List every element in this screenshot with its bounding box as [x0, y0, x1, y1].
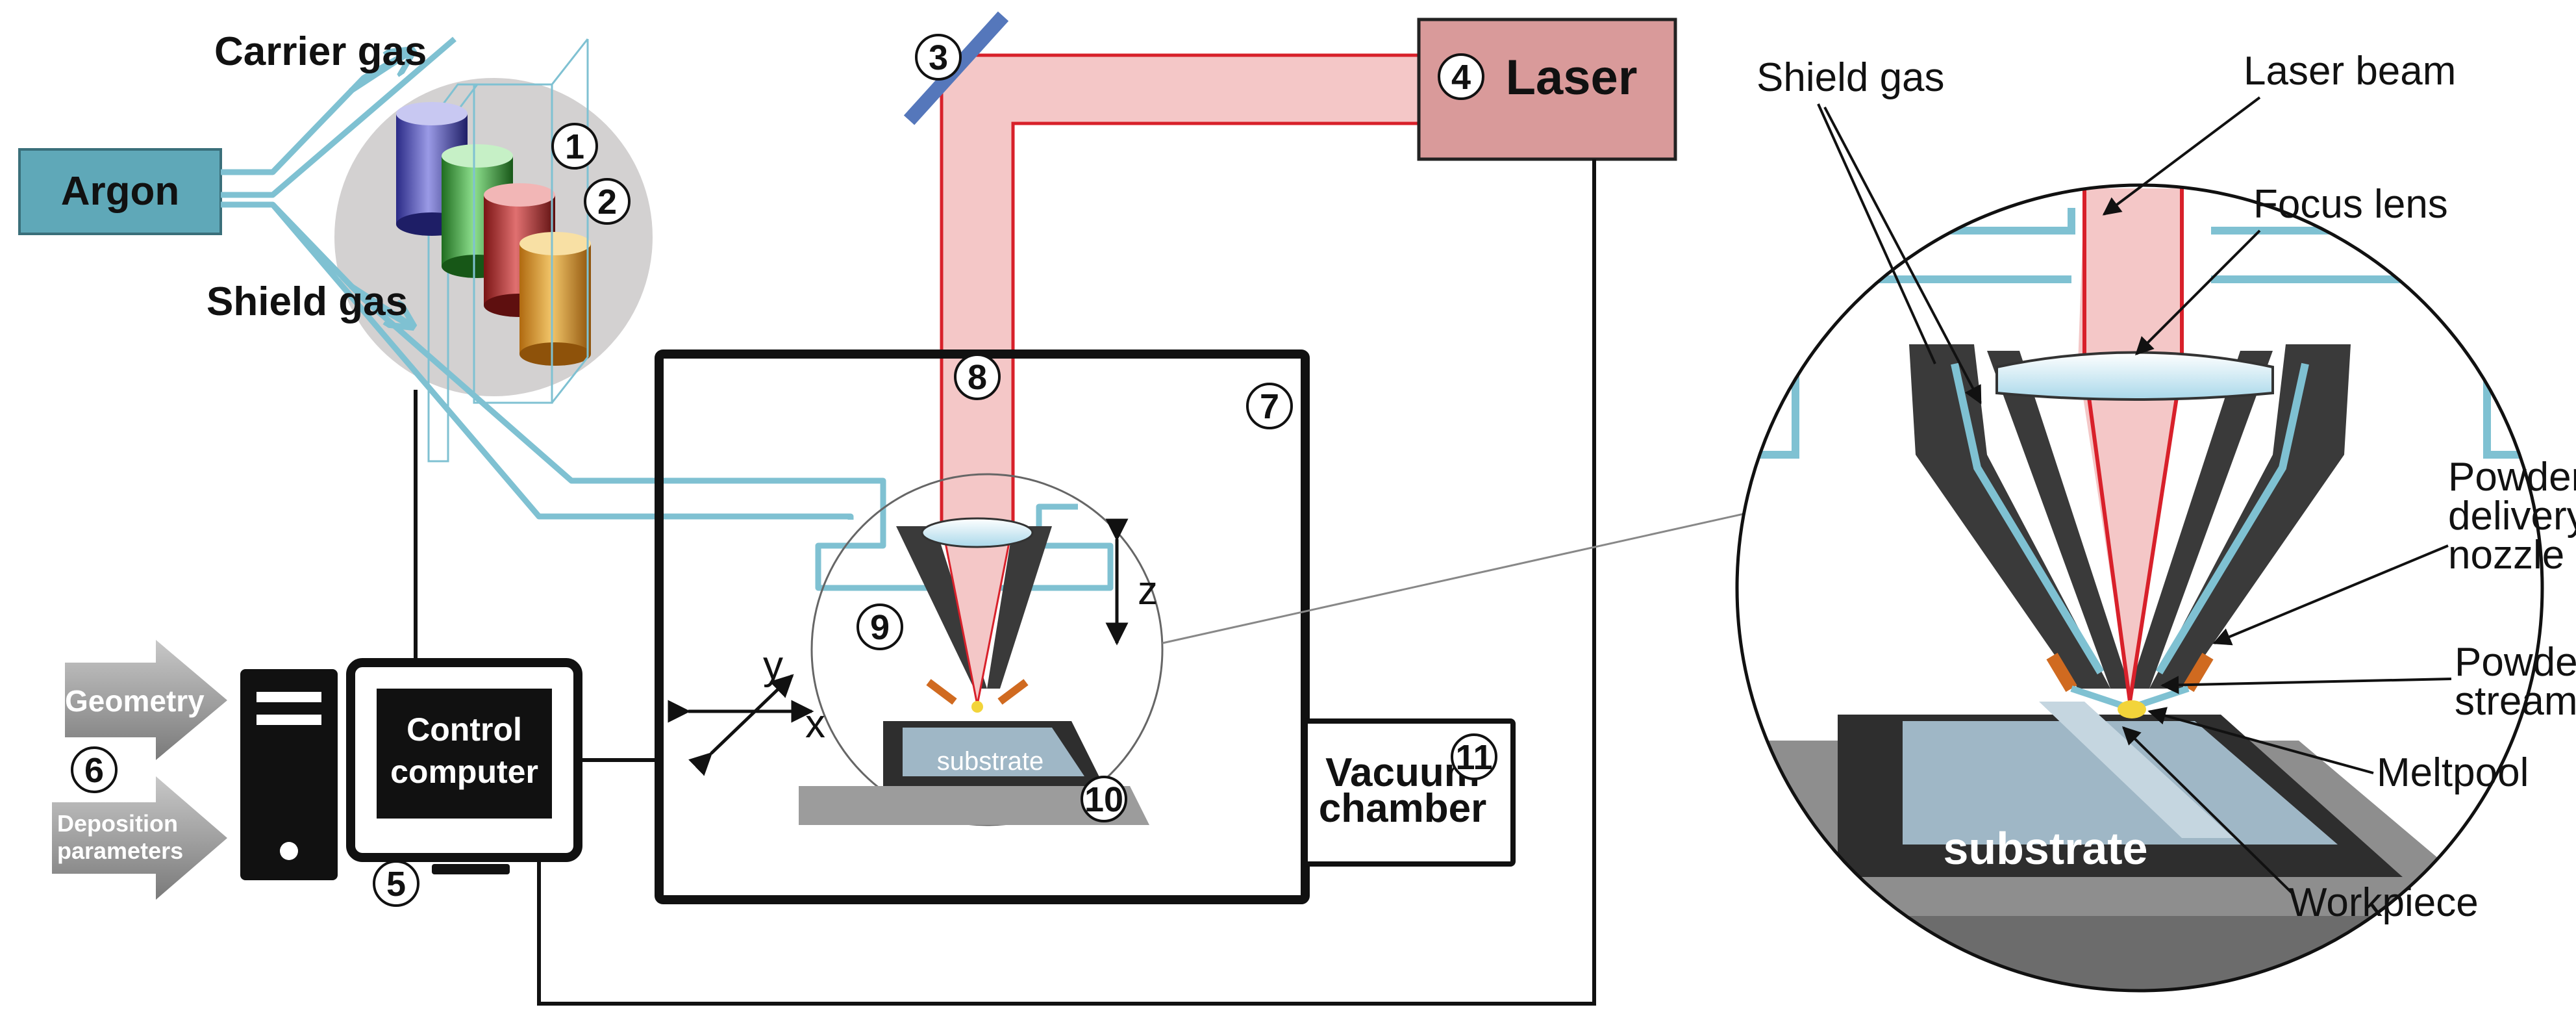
- argon-source: Argon: [18, 148, 222, 235]
- input-arrow-icon: Geometry Deposition parameters 6: [52, 640, 227, 900]
- svg-text:Powder: Powder: [2455, 640, 2576, 685]
- callout-meltpool: Meltpool: [2377, 750, 2529, 795]
- svg-text:computer: computer: [390, 754, 538, 790]
- svg-text:3: 3: [929, 38, 948, 77]
- callout-laser-beam: Laser beam: [2244, 49, 2456, 94]
- svg-text:2: 2: [597, 183, 617, 222]
- svg-text:9: 9: [870, 608, 890, 647]
- vacuum-chamber-box: Vacuum chamber 11: [1303, 718, 1516, 867]
- svg-text:1: 1: [565, 127, 584, 166]
- svg-text:parameters: parameters: [57, 837, 183, 864]
- svg-text:6: 6: [84, 751, 104, 790]
- carrier-gas-label: Carrier gas: [214, 29, 427, 74]
- svg-text:7: 7: [1260, 387, 1279, 426]
- svg-text:stream: stream: [2455, 679, 2576, 724]
- z-axis-arrow: z: [1105, 518, 1158, 646]
- svg-text:delivery: delivery: [2448, 494, 2576, 539]
- laser-source: 4 Laser: [1417, 18, 1677, 161]
- focus-lens-icon: [1995, 351, 2274, 401]
- svg-text:Argon: Argon: [61, 169, 180, 214]
- svg-text:11: 11: [1455, 738, 1492, 777]
- svg-text:z: z: [1138, 568, 1158, 613]
- svg-text:10: 10: [1084, 780, 1123, 819]
- svg-text:Deposition: Deposition: [57, 810, 178, 837]
- svg-text:4: 4: [1451, 58, 1471, 97]
- computer-tower-icon: [240, 669, 338, 880]
- deposition-head-small: substrate 9 10: [799, 473, 1164, 826]
- shield-gas-label-left: Shield gas: [206, 279, 408, 324]
- zoom-connector: [1162, 512, 1747, 644]
- laser-beam-path: [940, 53, 1419, 523]
- callout-number-3: 3: [915, 34, 962, 81]
- svg-text:5: 5: [386, 865, 406, 904]
- laser-label: Laser: [1506, 50, 1638, 105]
- wiring: [414, 159, 1596, 1006]
- callout-number-8: 8: [954, 353, 1001, 400]
- nozzle-detail-view: substrate: [1735, 183, 2544, 993]
- callout-focus-lens: Focus lens: [2253, 182, 2448, 227]
- substrate-label-small: substrate: [937, 747, 1044, 776]
- svg-text:Powder: Powder: [2448, 455, 2576, 500]
- callout-shield-gas: Shield gas: [1757, 55, 1945, 100]
- svg-text:x: x: [805, 702, 825, 746]
- svg-text:8: 8: [968, 358, 987, 397]
- axes-icon: y x: [668, 643, 825, 776]
- substrate-label-large: substrate: [1943, 823, 2147, 874]
- callouts-right: Shield gas Laser beam Focus lens Powder …: [1757, 49, 2576, 925]
- callout-workpiece: Workpiece: [2289, 880, 2479, 925]
- geometry-label: Geometry: [65, 684, 205, 718]
- svg-text:y: y: [763, 643, 783, 688]
- monitor-icon: Control computer 5: [346, 658, 582, 907]
- svg-text:nozzle: nozzle: [2448, 533, 2564, 578]
- svg-text:chamber: chamber: [1319, 786, 1486, 831]
- svg-text:Control: Control: [406, 711, 522, 748]
